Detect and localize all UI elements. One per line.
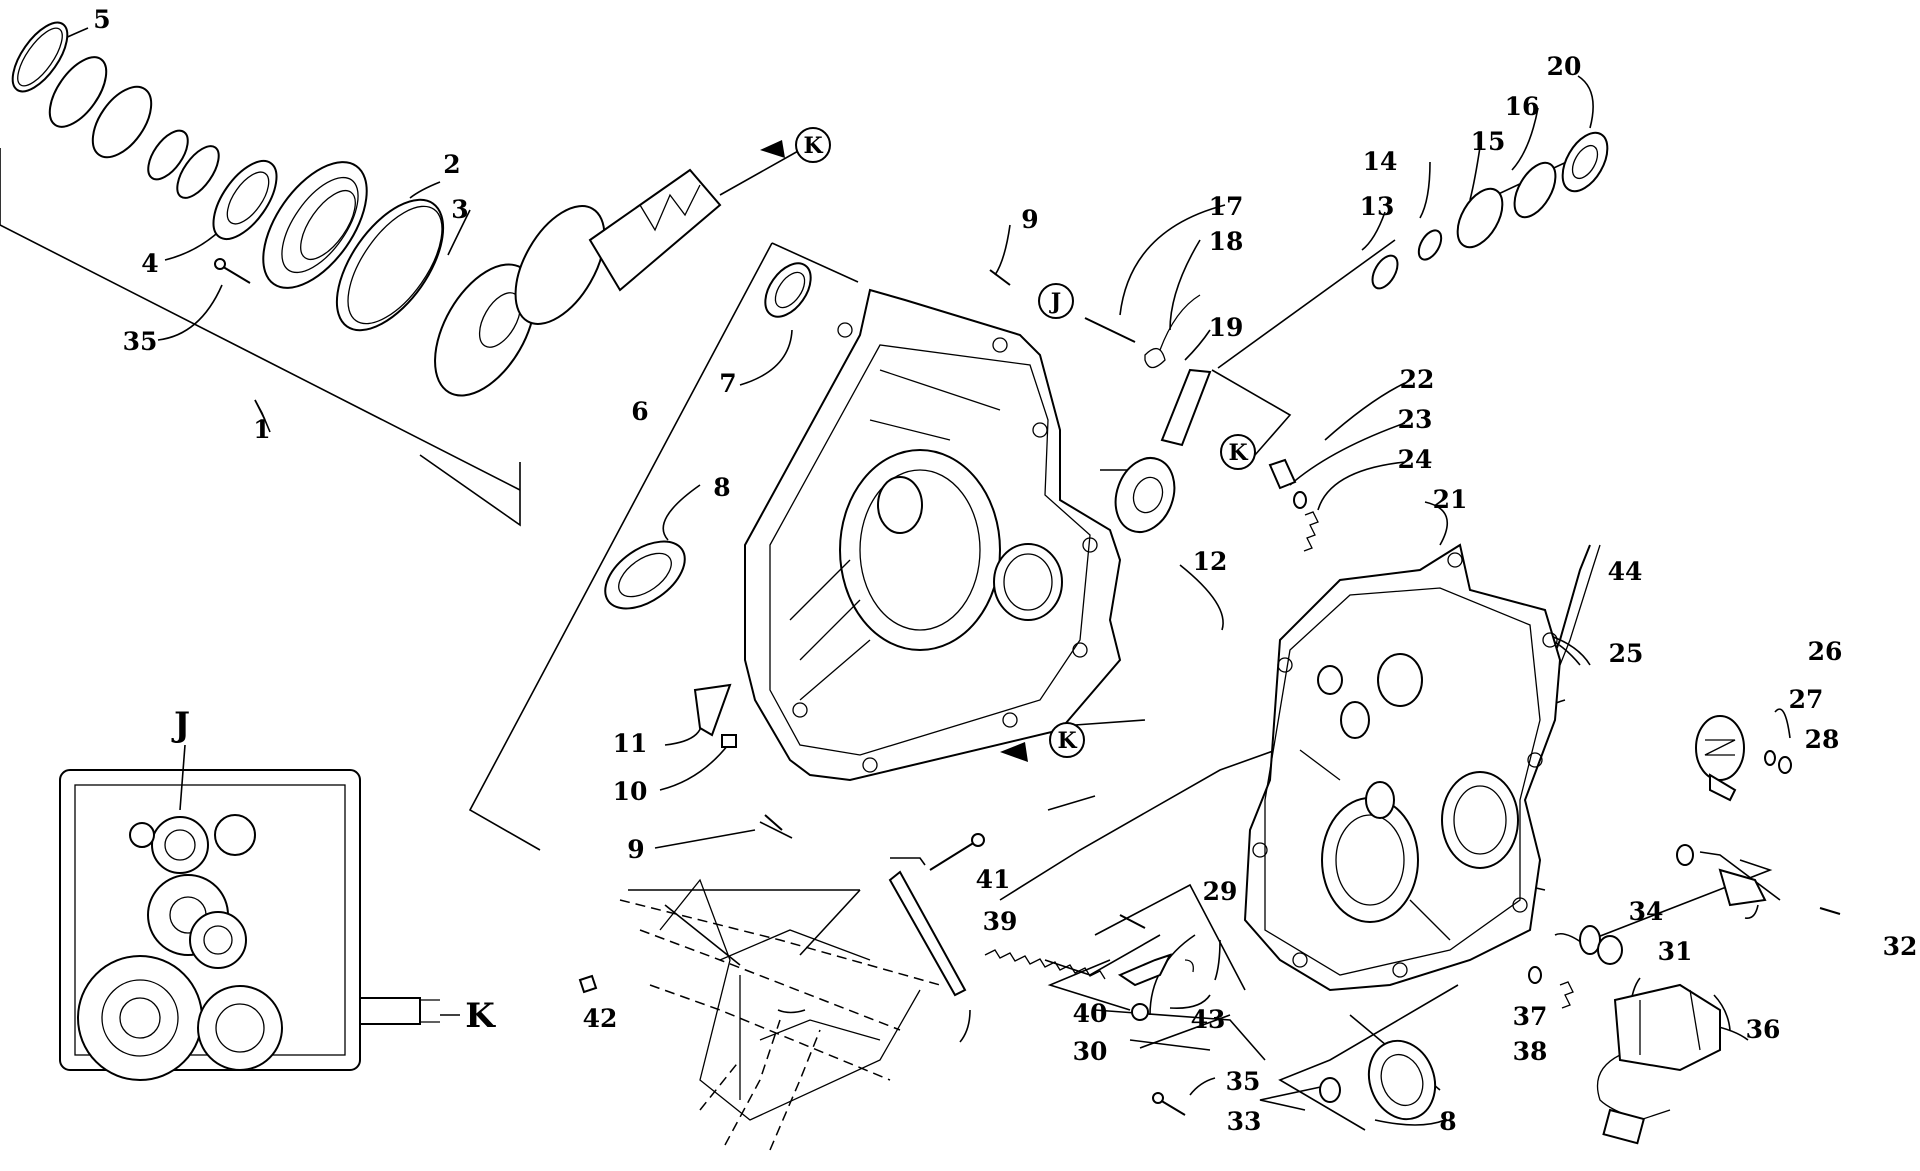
callout-number: 2 [443, 150, 460, 179]
marker-labels: K J K K [803, 133, 1248, 754]
callout-number: 10 [613, 777, 648, 806]
callout-number: 20 [1547, 52, 1582, 81]
callout-number: 38 [1513, 1037, 1548, 1066]
callout-number: 36 [1746, 1015, 1781, 1044]
callout-number: 11 [613, 729, 648, 758]
callout-number: 32 [1883, 932, 1918, 961]
callout-number: 40 [1073, 999, 1108, 1028]
callout-number: 1 [253, 415, 270, 444]
callout-number: 26 [1808, 637, 1843, 666]
callout-number: 31 [1658, 937, 1693, 966]
parts [11, 21, 1841, 1145]
callout-number: 12 [1193, 547, 1228, 576]
callout-number: 16 [1505, 92, 1540, 121]
callout-number: 18 [1209, 227, 1244, 256]
frame-reference [619, 878, 941, 1151]
inset-view: JK [171, 705, 496, 1036]
callout-number: 24 [1398, 445, 1433, 474]
callout-number: 9 [627, 835, 644, 864]
callout-number: 39 [983, 907, 1018, 936]
callout-number: 5 [93, 5, 110, 34]
callout-number: 27 [1789, 685, 1824, 714]
reference-marker: J [1049, 289, 1061, 315]
callout-number: 4 [141, 249, 158, 278]
marker-circles [795, 127, 1256, 758]
callout-number: 19 [1209, 313, 1244, 342]
callout-number: 41 [976, 865, 1011, 894]
callout-number: 34 [1629, 897, 1664, 926]
inset-view-label: K [465, 996, 496, 1036]
reference-marker: K [803, 133, 823, 159]
callout-number: 35 [123, 327, 158, 356]
callout-number: 8 [713, 473, 730, 502]
callout-number: 30 [1073, 1037, 1108, 1066]
callout-number: 22 [1400, 365, 1435, 394]
callout-number: 8 [1439, 1107, 1456, 1136]
callout-number: 29 [1203, 877, 1238, 906]
callout-labels: 5234351976811109171819141516201322232421… [93, 5, 1917, 1136]
marker-arrows [760, 140, 1028, 762]
callout-number: 3 [451, 195, 468, 224]
callout-number: 6 [631, 397, 648, 426]
callout-number: 37 [1513, 1002, 1548, 1031]
callout-number: 42 [583, 1004, 618, 1033]
callout-number: 28 [1805, 725, 1840, 754]
callout-number: 21 [1433, 485, 1468, 514]
callout-number: 43 [1191, 1005, 1226, 1034]
reference-marker: K [1228, 440, 1248, 466]
inset-view-label: J [171, 705, 190, 745]
callout-number: 7 [719, 369, 736, 398]
callout-number: 25 [1609, 639, 1644, 668]
callout-number: 35 [1226, 1067, 1261, 1096]
callout-number: 23 [1398, 405, 1433, 434]
callout-number: 14 [1363, 147, 1398, 176]
callout-number: 44 [1608, 557, 1643, 586]
reference-marker: K [1057, 728, 1077, 754]
callout-number: 13 [1360, 192, 1395, 221]
callout-number: 15 [1471, 127, 1506, 156]
callout-number: 9 [1021, 205, 1038, 234]
callout-number: 17 [1209, 192, 1244, 221]
callout-number: 33 [1227, 1107, 1262, 1136]
